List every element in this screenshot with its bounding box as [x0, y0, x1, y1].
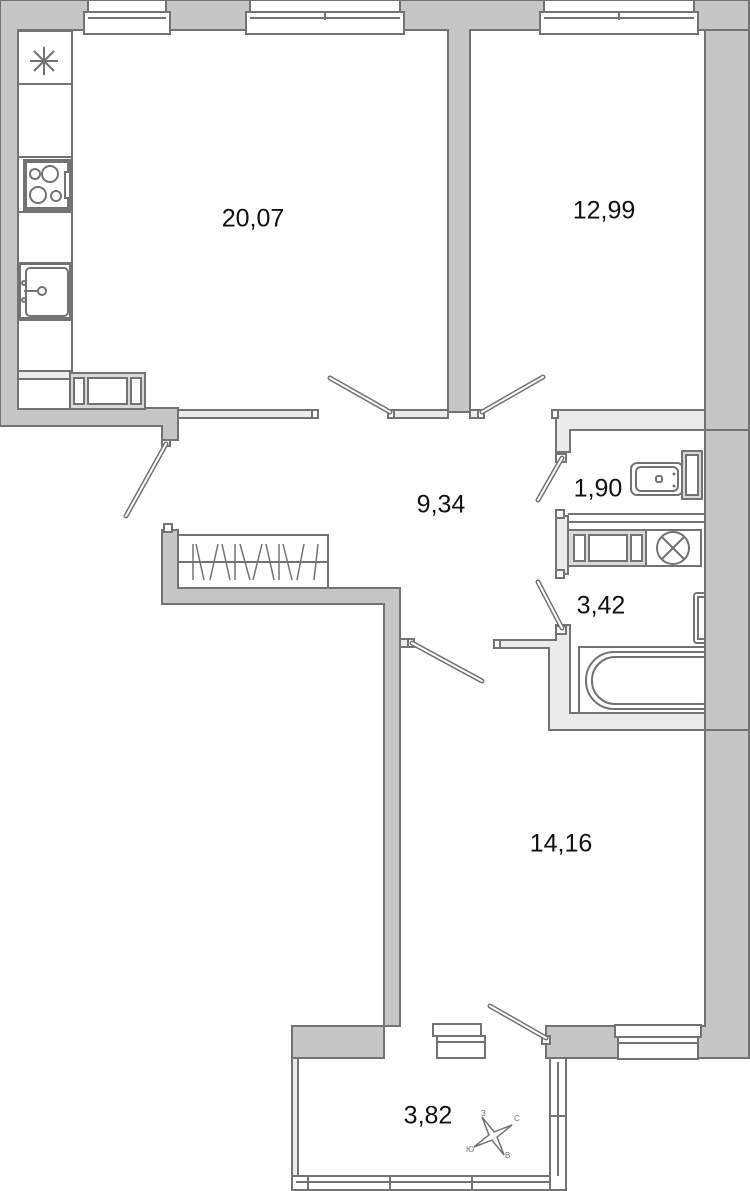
wardrobe	[163, 523, 329, 589]
ventilation-icon	[30, 47, 58, 75]
room-area-bedroom-2: 14,16	[529, 829, 593, 858]
window-kitchen-right	[245, 0, 405, 35]
door-balcony	[487, 1003, 551, 1045]
window-balcony-small	[432, 1023, 486, 1059]
room-area-toilet: 1,90	[573, 474, 623, 503]
compass-north: С	[514, 1114, 520, 1123]
door-bedroom-2	[399, 638, 485, 684]
door-bathroom	[535, 579, 565, 631]
window-bedroom-1	[539, 0, 699, 35]
door-kitchen-hall	[327, 375, 449, 419]
window-kitchen-left	[83, 0, 171, 35]
toilet-icon	[630, 450, 703, 500]
room-area-hallway: 9,34	[416, 490, 466, 519]
compass-south: Ю	[466, 1145, 474, 1154]
door-kitchen	[123, 439, 171, 519]
room-area-balcony: 3,82	[403, 1101, 453, 1130]
stove-icon	[23, 159, 71, 211]
room-area-bathroom: 3,42	[576, 591, 626, 620]
door-toilet	[535, 455, 565, 503]
room-area-kitchen: 20,07	[221, 204, 285, 233]
kitchen-partition	[177, 409, 319, 419]
door-bedroom-1	[469, 374, 546, 419]
compass-icon	[473, 1116, 513, 1156]
right-wall-segment	[704, 429, 750, 731]
window-bedroom-2	[614, 1024, 702, 1060]
compass-east: В	[505, 1151, 510, 1160]
right-wall-top	[704, 29, 750, 431]
kitchen-counter	[17, 30, 73, 410]
kitchen-radiator	[69, 372, 146, 410]
sink-icon	[19, 263, 71, 319]
room-area-bedroom-1: 12,99	[572, 196, 636, 225]
water-heater	[567, 529, 702, 567]
balcony-glazing	[291, 1057, 567, 1191]
compass-west: З	[481, 1109, 486, 1118]
